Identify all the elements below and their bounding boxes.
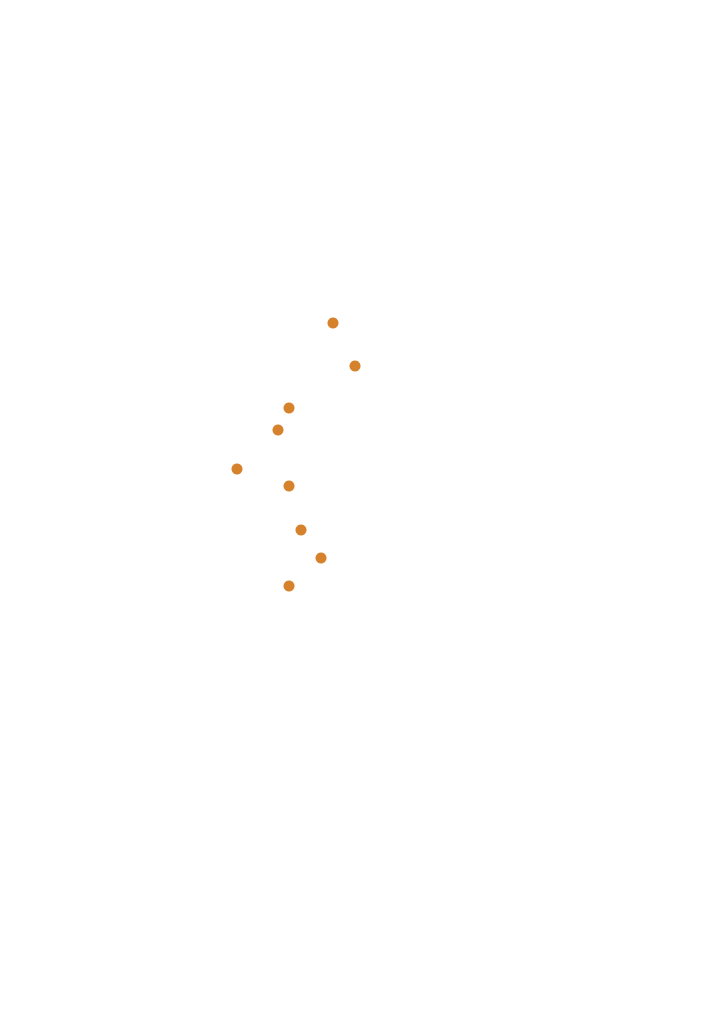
data-point — [283, 402, 295, 414]
data-point — [283, 480, 295, 492]
data-points-layer — [231, 317, 361, 592]
data-point — [295, 524, 307, 536]
data-point — [315, 552, 327, 564]
data-point — [327, 317, 339, 329]
data-point — [272, 424, 284, 436]
data-point — [283, 580, 295, 592]
data-point — [231, 463, 243, 475]
data-point — [349, 360, 361, 372]
